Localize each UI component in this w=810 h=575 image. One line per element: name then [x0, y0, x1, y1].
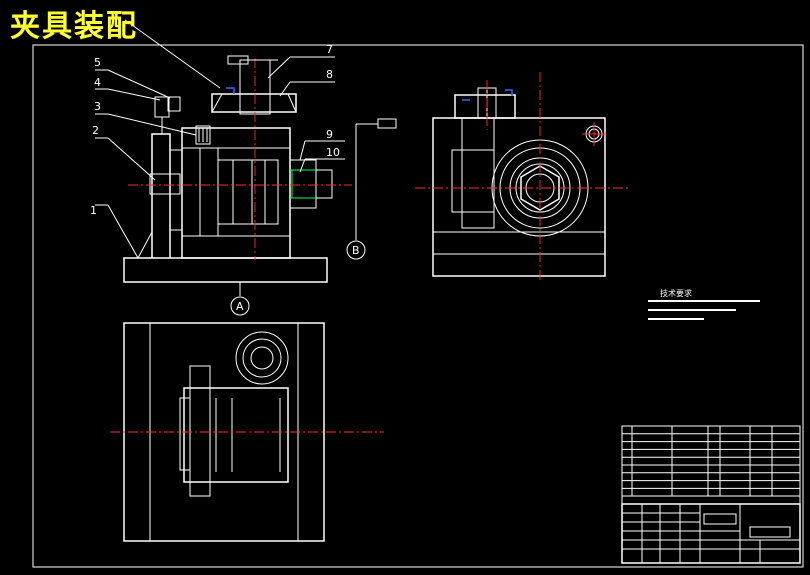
technical-requirements: 技术要求	[648, 288, 760, 320]
drawing-title: 夹具装配	[10, 9, 138, 44]
part-number-2: 2	[92, 124, 99, 137]
top-view-bushing	[235, 331, 289, 385]
part-number-3: 3	[94, 100, 101, 113]
top-view	[110, 322, 384, 542]
hex-nut	[520, 165, 560, 211]
locating-pin	[154, 96, 170, 118]
part-number-4: 4	[94, 76, 101, 89]
part-number-10: 10	[326, 146, 340, 159]
part-number-8: 8	[326, 68, 333, 81]
top-cylinder	[183, 387, 289, 483]
side-top-clamp	[454, 94, 516, 119]
tech-requirements-heading: 技术要求	[660, 288, 692, 298]
svg-text:B: B	[352, 244, 360, 257]
section-marker-b	[346, 240, 366, 260]
drawing-frame	[32, 44, 804, 568]
title-block	[621, 425, 801, 564]
clamp-stud	[239, 59, 271, 115]
side-view	[415, 72, 630, 282]
side-outline	[432, 117, 606, 277]
part-number-1: 1	[90, 204, 97, 217]
section-marker-a	[230, 296, 250, 316]
support-bracket	[151, 133, 171, 258]
part-number-7: 7	[326, 43, 333, 56]
support-rib	[137, 231, 153, 259]
front-view: 1 2 3 4 5 7 8 9 10 A B	[90, 19, 397, 316]
part-number-9: 9	[326, 128, 333, 141]
part-number-5: 5	[94, 56, 101, 69]
clamp-nut	[289, 159, 317, 209]
top-clamp	[211, 93, 297, 113]
title-block-frame	[621, 503, 801, 564]
parts-list	[621, 425, 801, 497]
base-plate	[123, 257, 328, 283]
svg-text:A: A	[236, 300, 244, 313]
